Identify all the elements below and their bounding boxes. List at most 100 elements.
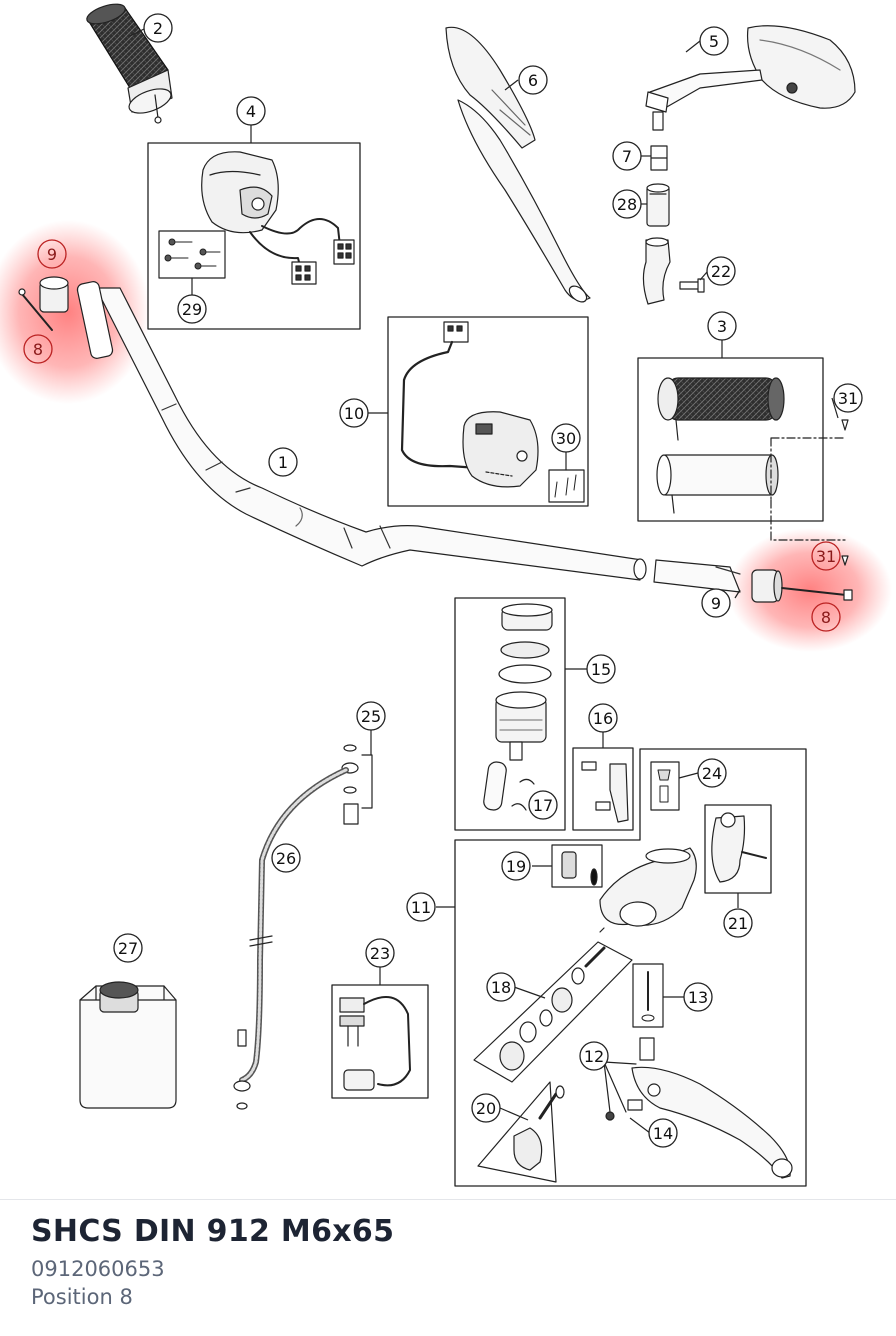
highlight-right-bar-end — [728, 528, 892, 652]
clamp-part-21[interactable] — [711, 812, 767, 883]
screw-part-31-top[interactable] — [841, 419, 849, 431]
callout-27[interactable]: 27 — [113, 933, 143, 963]
callout-number: 26 — [276, 849, 296, 868]
callout-31-highlighted[interactable]: 31 — [811, 541, 841, 571]
left-screw-part-8[interactable] — [18, 288, 53, 331]
callout-28[interactable]: 28 — [612, 189, 642, 219]
callout-circle — [811, 541, 841, 571]
callout-number: 8 — [33, 340, 43, 359]
callout-circle — [356, 701, 386, 731]
callout-number: 4 — [246, 102, 256, 121]
box-part-15 — [454, 597, 566, 831]
callout-circle — [697, 758, 727, 788]
callout-22[interactable]: 22 — [706, 256, 736, 286]
callout-10[interactable]: 10 — [339, 398, 369, 428]
callout-31[interactable]: 31 — [833, 383, 863, 413]
mirror-clamp-part-22[interactable] — [642, 237, 705, 305]
callout-number: 9 — [711, 594, 721, 613]
handlebar-part-1[interactable] — [95, 287, 647, 581]
callout-3[interactable]: 3 — [707, 311, 737, 341]
callout-25[interactable]: 25 — [356, 701, 386, 731]
callout-8-highlighted[interactable]: 8 — [23, 334, 53, 364]
callout-number: 16 — [593, 709, 613, 728]
callout-7[interactable]: 7 — [612, 141, 642, 171]
callout-14[interactable]: 14 — [648, 1118, 678, 1148]
right-bar-end-weight-part-9[interactable] — [751, 569, 783, 603]
callout-circle — [37, 239, 67, 269]
callout-11[interactable]: 11 — [406, 892, 436, 922]
callout-number: 8 — [821, 608, 831, 627]
callout-circle — [588, 703, 618, 733]
adapter-part-28[interactable] — [646, 183, 670, 227]
screws-box-part-30[interactable] — [548, 469, 585, 503]
callout-4[interactable]: 4 — [236, 96, 266, 126]
callout-number: 31 — [816, 547, 836, 566]
callout-number: 22 — [711, 262, 731, 281]
part-info-panel: SHCS DIN 912 M6x65 0912060653 Position 8 — [0, 1199, 896, 1336]
callout-circle — [339, 398, 369, 428]
callout-number: 29 — [182, 300, 202, 319]
pushrod-part-20[interactable] — [477, 1081, 565, 1183]
callout-number: 27 — [118, 939, 138, 958]
callout-6[interactable]: 6 — [518, 65, 548, 95]
lever-part-14[interactable] — [605, 1037, 793, 1179]
left-switch-part-4[interactable] — [201, 151, 355, 285]
piston-kit-part-18[interactable] — [473, 941, 633, 1083]
callout-24[interactable]: 24 — [697, 758, 727, 788]
callout-circle — [579, 1041, 609, 1071]
callout-number: 25 — [361, 707, 381, 726]
callout-circle — [486, 972, 516, 1002]
right-bar-end-insert-part-9[interactable] — [653, 559, 741, 593]
reservoir-part-15[interactable] — [495, 603, 553, 761]
brake-fluid-bottle-part-27[interactable] — [79, 981, 177, 1109]
part-position: Position 8 — [31, 1285, 133, 1309]
bracket-part-16[interactable] — [581, 761, 629, 823]
left-grip-part-2[interactable] — [85, 0, 175, 124]
banjo-kit-part-25[interactable] — [341, 744, 359, 825]
callout-circle — [501, 851, 531, 881]
callout-12[interactable]: 12 — [579, 1041, 609, 1071]
callout-16[interactable]: 16 — [588, 703, 618, 733]
callout-18[interactable]: 18 — [486, 972, 516, 1002]
master-cylinder-part-11[interactable] — [599, 847, 697, 933]
screws-box-part-29[interactable] — [158, 230, 226, 279]
callout-26[interactable]: 26 — [271, 843, 301, 873]
callout-number: 19 — [506, 857, 526, 876]
screw-part-31-bottom[interactable] — [841, 555, 849, 566]
callout-1[interactable]: 1 — [268, 447, 298, 477]
callout-2[interactable]: 2 — [143, 13, 173, 43]
brake-light-switch-part-23[interactable] — [339, 995, 411, 1091]
callout-9-highlighted[interactable]: 9 — [37, 239, 67, 269]
right-mirror-part-5[interactable] — [645, 25, 856, 131]
callout-circle — [586, 654, 616, 684]
nut-part-7[interactable] — [650, 145, 668, 171]
left-bar-end-weight-part-9[interactable] — [39, 276, 114, 359]
callout-circle — [177, 294, 207, 324]
hose-part-17[interactable] — [483, 761, 535, 811]
callout-21[interactable]: 21 — [723, 908, 753, 938]
box-part-3 — [637, 357, 824, 522]
callout-13[interactable]: 13 — [683, 982, 713, 1012]
callout-23[interactable]: 23 — [365, 938, 395, 968]
callout-19[interactable]: 19 — [501, 851, 531, 881]
right-switch-part-10[interactable] — [400, 321, 539, 488]
callout-circle — [271, 843, 301, 873]
callout-17[interactable]: 17 — [528, 790, 558, 820]
left-mirror-part-6[interactable] — [445, 26, 591, 305]
callout-8-highlighted[interactable]: 8 — [811, 602, 841, 632]
callout-20[interactable]: 20 — [471, 1093, 501, 1123]
callout-15[interactable]: 15 — [586, 654, 616, 684]
callout-5[interactable]: 5 — [699, 26, 729, 56]
right-screw-part-8[interactable] — [781, 587, 853, 601]
callout-number: 18 — [491, 978, 511, 997]
brake-hose-part-26[interactable] — [233, 767, 349, 1110]
callout-number: 20 — [476, 1099, 496, 1118]
callout-circle — [528, 790, 558, 820]
callout-9[interactable]: 9 — [701, 588, 731, 618]
callout-29[interactable]: 29 — [177, 294, 207, 324]
callout-30[interactable]: 30 — [551, 423, 581, 453]
highlight-left-bar-end — [0, 220, 150, 404]
right-grip-part-3[interactable] — [656, 377, 785, 514]
callout-circle — [551, 423, 581, 453]
